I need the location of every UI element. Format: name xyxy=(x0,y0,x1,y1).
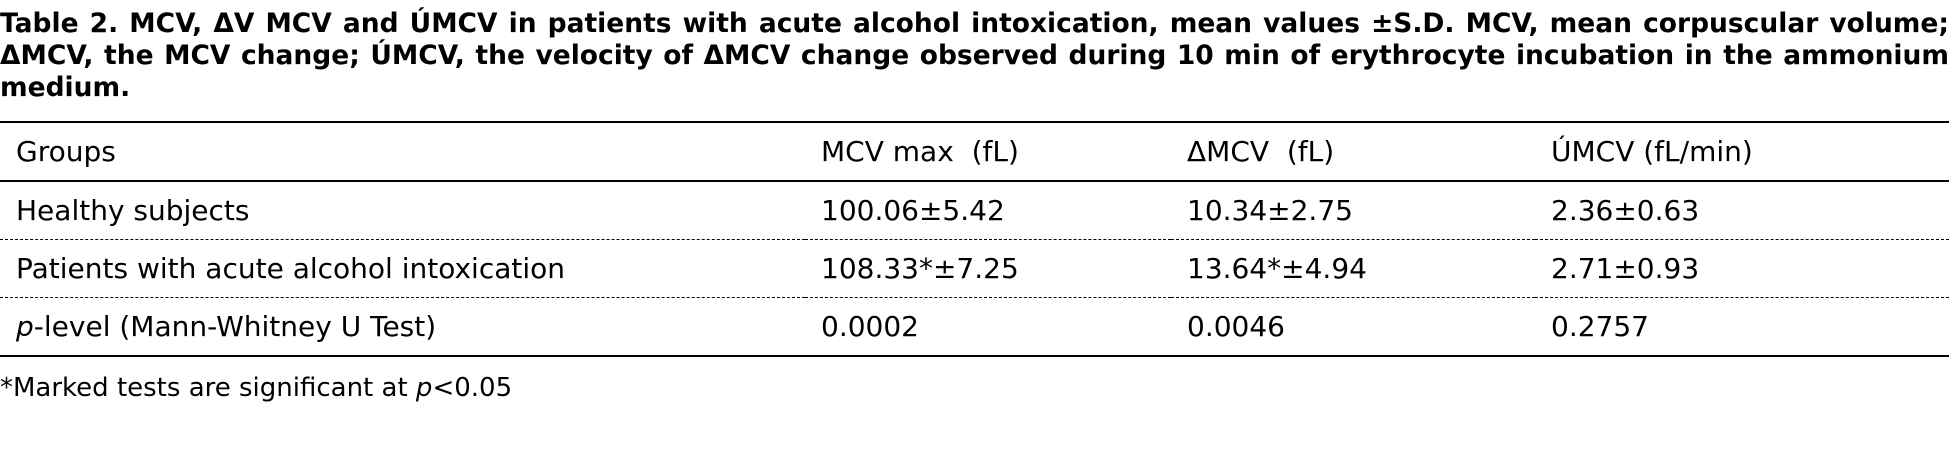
results-table: Groups MCV max (fL) ΔMCV (fL) ÚMCV (fL/m… xyxy=(0,121,1949,357)
cell-group: Healthy subjects xyxy=(16,194,250,227)
cell-umcv: 2.36±0.63 xyxy=(1551,194,1700,227)
footnote: *Marked tests are significant at p<0.05 xyxy=(0,372,512,404)
cell-group-rest: -level (Mann-Whitney U Test) xyxy=(33,310,437,343)
cell-delta-mcv: 0.0046 xyxy=(1187,310,1285,343)
footnote-italic-p: p xyxy=(415,373,433,403)
header-mcv-max: MCV max (fL) xyxy=(821,135,1019,168)
table-header: Groups MCV max (fL) ΔMCV (fL) ÚMCV (fL/m… xyxy=(0,122,1949,181)
header-row: Groups MCV max (fL) ΔMCV (fL) ÚMCV (fL/m… xyxy=(0,122,1949,181)
header-umcv: ÚMCV (fL/min) xyxy=(1551,135,1753,168)
table-caption: Table 2. MCV, ΔV MCV and ÚMCV in patient… xyxy=(0,8,1949,103)
footnote-suffix: <0.05 xyxy=(432,373,513,403)
table-body: Healthy subjects 100.06±5.42 10.34±2.75 … xyxy=(0,181,1949,356)
cell-umcv: 2.71±0.93 xyxy=(1551,252,1700,285)
header-groups: Groups xyxy=(16,135,116,168)
footnote-prefix: *Marked tests are significant at xyxy=(0,373,416,403)
cell-mcv-max: 0.0002 xyxy=(821,310,919,343)
table-row: p-level (Mann-Whitney U Test) 0.0002 0.0… xyxy=(0,298,1949,357)
table-row: Healthy subjects 100.06±5.42 10.34±2.75 … xyxy=(0,181,1949,240)
cell-delta-mcv: 13.64*±4.94 xyxy=(1187,252,1367,285)
table-row: Patients with acute alcohol intoxication… xyxy=(0,240,1949,298)
header-delta-mcv: ΔMCV (fL) xyxy=(1187,135,1335,168)
cell-group: Patients with acute alcohol intoxication xyxy=(16,252,566,285)
cell-umcv: 0.2757 xyxy=(1551,310,1649,343)
cell-group: p-level (Mann-Whitney U Test) xyxy=(0,298,805,357)
cell-delta-mcv: 10.34±2.75 xyxy=(1187,194,1353,227)
p-italic: p xyxy=(16,310,34,343)
cell-mcv-max: 108.33*±7.25 xyxy=(821,252,1019,285)
cell-mcv-max: 100.06±5.42 xyxy=(821,194,1005,227)
